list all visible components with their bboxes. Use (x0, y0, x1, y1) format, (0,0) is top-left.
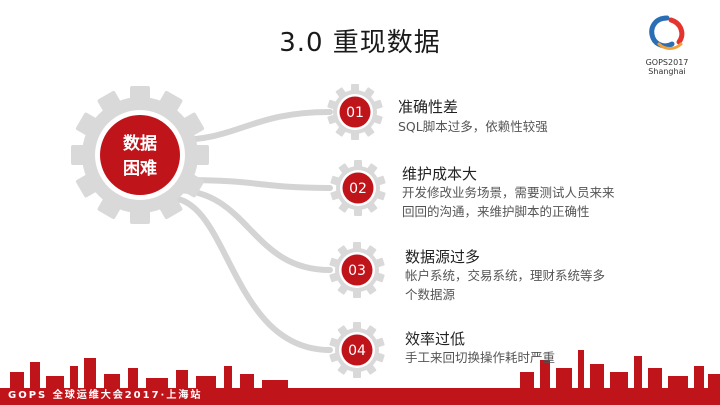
step-title: 维护成本大 (402, 165, 478, 183)
step-number: 03 (348, 263, 366, 279)
step-title: 效率过低 (405, 330, 466, 348)
step-number: 01 (346, 105, 364, 121)
step-title: 准确性差 (398, 98, 459, 116)
hub-label-line1: 数据 (123, 133, 157, 154)
logo-name: GOPS2017 (645, 58, 689, 67)
slide-title: 3.0 重现数据 (279, 28, 441, 58)
step-description-line: SQL脚本过多，依赖性较强 (398, 119, 548, 134)
city-skyline (0, 350, 720, 405)
step-number: 04 (348, 343, 366, 359)
step-number: 02 (349, 181, 367, 197)
step-gear-02: 02 (330, 160, 386, 216)
gops-logo: GOPS2017 Shanghai (632, 14, 702, 76)
step-description-line: 个数据源 (405, 287, 456, 302)
step-gear-04: 04 (329, 322, 385, 378)
step-description: SQL脚本过多，依赖性较强 (398, 117, 548, 136)
step-description: 手工来回切换操作耗时严重 (405, 348, 555, 367)
logo-subtitle: Shanghai (648, 67, 686, 76)
step-description-line: 开发修改业务场景，需要测试人员来来 (402, 185, 615, 200)
step-gear-01: 01 (327, 84, 383, 140)
step-description: 开发修改业务场景，需要测试人员来来回回的沟通，来维护脚本的正确性 (402, 183, 615, 221)
step-description-line: 回回的沟通，来维护脚本的正确性 (402, 204, 590, 219)
hub-label-line2: 困难 (123, 158, 157, 179)
step-description-line: 帐户系统，交易系统，理财系统等多 (405, 268, 606, 283)
hub-gear (71, 86, 209, 224)
step-description-line: 手工来回切换操作耗时严重 (405, 350, 556, 365)
step-gear-03: 03 (329, 242, 385, 298)
footer-text: GOPS 全球运维大会2017·上海站 (8, 390, 203, 401)
logo-swirl-icon (649, 15, 685, 50)
step-description: 帐户系统，交易系统，理财系统等多个数据源 (405, 266, 605, 304)
connector-lines (167, 109, 333, 353)
step-title: 数据源过多 (405, 248, 481, 266)
